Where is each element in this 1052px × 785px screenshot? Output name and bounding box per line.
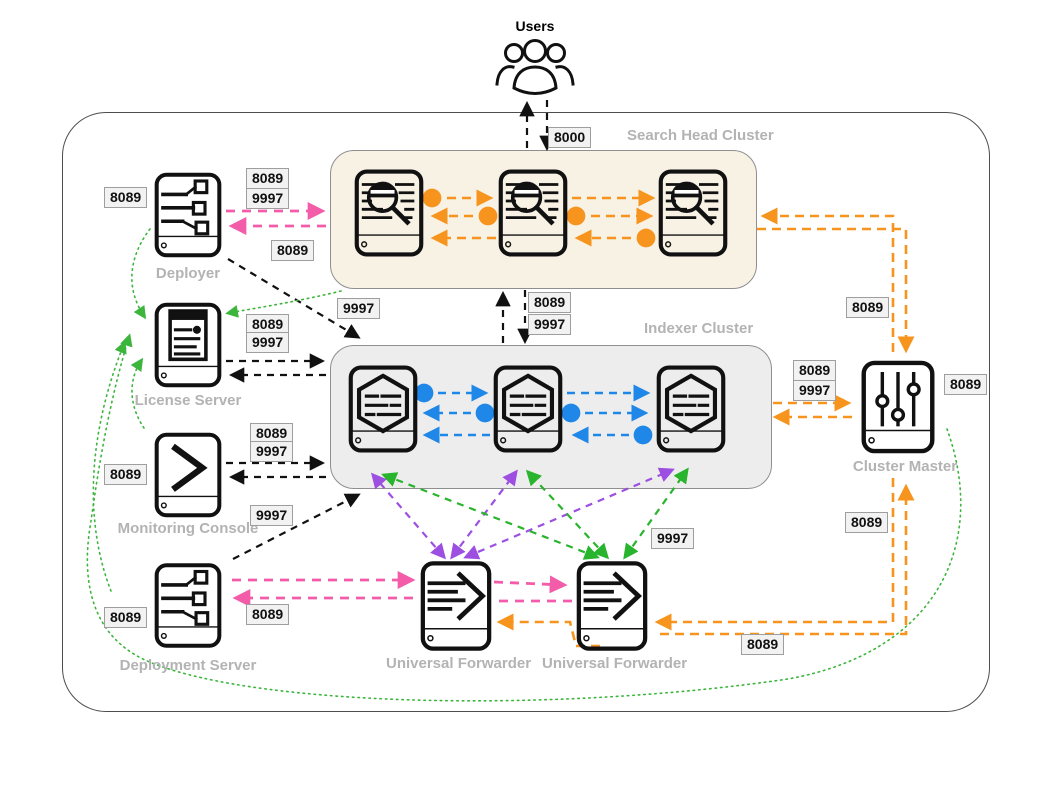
port-label: 9997 xyxy=(337,298,381,319)
port-label: 8089 xyxy=(104,607,148,628)
port-label: 8089 xyxy=(246,604,290,625)
users-label: Users xyxy=(515,18,555,34)
port-label: 8089 xyxy=(528,292,572,313)
indexer-icon xyxy=(493,362,563,456)
monitoring-console-icon xyxy=(154,430,222,520)
port-label: 9997 xyxy=(528,314,572,335)
indexer-icon xyxy=(656,362,726,456)
port-label: 8089 xyxy=(845,512,889,533)
port-label: 8089 xyxy=(246,168,290,189)
deployment-server-label: Deployment Server xyxy=(119,657,257,674)
universal-forwarder-1-label: Universal Forwarder xyxy=(386,655,532,672)
search-head-icon xyxy=(658,167,728,259)
deployer-label: Deployer xyxy=(155,265,221,282)
license-server-icon xyxy=(154,300,222,390)
universal-forwarder-2-label: Universal Forwarder xyxy=(542,655,688,672)
port-label: 8089 xyxy=(793,360,837,381)
cluster-master-icon xyxy=(858,360,938,454)
port-label: 8089 xyxy=(104,464,148,485)
users-icon xyxy=(494,36,576,98)
indexer-icon xyxy=(348,362,418,456)
port-label: 8089 xyxy=(741,634,785,655)
deployment-server-icon xyxy=(154,560,222,651)
port-label: 8089 xyxy=(944,374,988,395)
universal-forwarder-icon xyxy=(420,560,492,652)
port-label: 9997 xyxy=(651,528,695,549)
port-label: 9997 xyxy=(246,332,290,353)
deployer-icon xyxy=(154,170,222,260)
license-server-label: License Server xyxy=(134,392,242,409)
monitoring-console-label: Monitoring Console xyxy=(117,520,259,537)
port-label: 8089 xyxy=(271,240,315,261)
indexer-cluster-title: Indexer Cluster xyxy=(644,320,754,337)
port-label: 8089 xyxy=(846,297,890,318)
search-head-icon xyxy=(498,167,568,259)
universal-forwarder-icon xyxy=(576,560,648,652)
port-label: 8089 xyxy=(104,187,148,208)
cluster-master-label: Cluster Master xyxy=(852,458,958,475)
port-label: 9997 xyxy=(793,380,837,401)
search-head-cluster-title: Search Head Cluster xyxy=(627,127,774,144)
search-head-icon xyxy=(354,167,424,259)
port-label: 9997 xyxy=(246,188,290,209)
port-label: 8000 xyxy=(548,127,592,148)
port-label: 9997 xyxy=(250,441,294,462)
port-label: 9997 xyxy=(250,505,294,526)
